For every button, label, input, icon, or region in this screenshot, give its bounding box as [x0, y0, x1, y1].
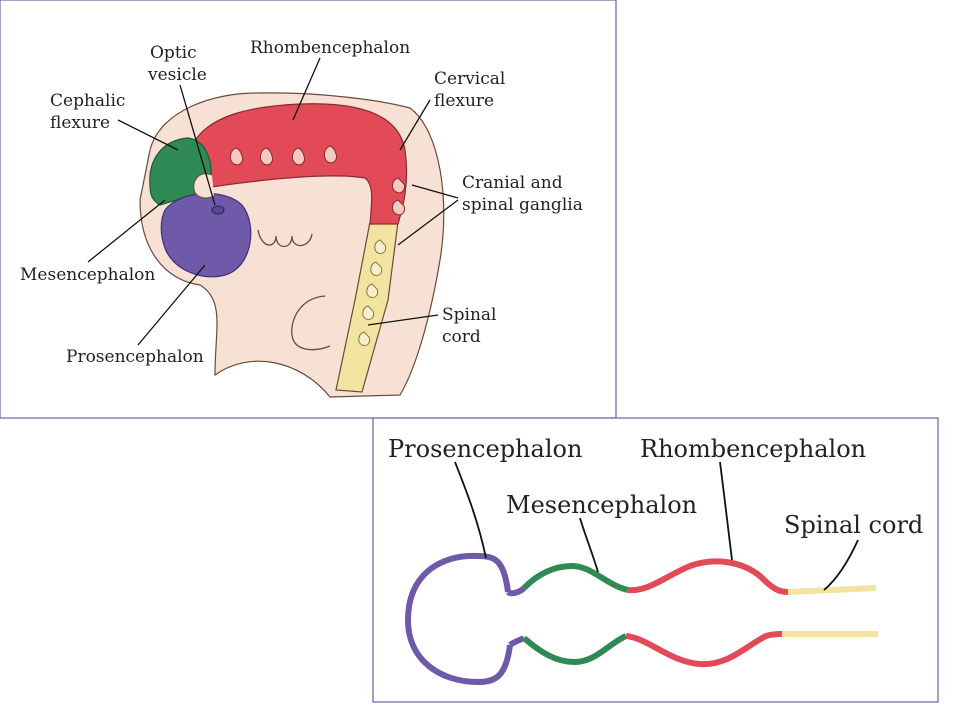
embryo-tail-curl	[291, 295, 331, 351]
leader-cervical-flexure	[399, 99, 431, 151]
label-spinal-cord-line1: Spinal	[442, 305, 497, 325]
bottom-figure: Prosencephalon Rhombencephalon Mesenceph…	[372, 417, 939, 703]
optic-stalk	[193, 173, 215, 199]
leader-rhombencephalon	[292, 57, 321, 121]
rhombencephalon-segment-upper	[627, 558, 789, 595]
ganglion	[366, 283, 379, 298]
leader-optic-vesicle	[179, 84, 216, 206]
label-spinal-cord-line2: cord	[442, 327, 481, 347]
label-prosencephalon-top: Prosencephalon	[66, 347, 204, 367]
ganglion	[391, 199, 405, 216]
ganglion	[374, 239, 387, 254]
leader-mesencephalon	[87, 199, 166, 263]
leader-mesencephalon-bottom	[579, 517, 599, 573]
label-cephalic-flexure-line1: Cephalic	[50, 91, 125, 111]
label-mesencephalon-top: Mesencephalon	[20, 265, 155, 285]
label-cephalic-flexure-line2: flexure	[50, 113, 110, 133]
leader-spinal-cord-bottom	[823, 539, 859, 591]
label-ganglia-line1: Cranial and	[462, 173, 563, 193]
mesencephalon-segment-upper	[521, 562, 629, 593]
leader-ganglia-lower	[397, 199, 459, 246]
cranial-ganglia	[229, 145, 405, 216]
label-rhombencephalon-top: Rhombencephalon	[250, 38, 410, 58]
label-optic-vesicle-line2: vesicle	[147, 65, 207, 85]
leader-cephalic-flexure	[117, 119, 179, 151]
label-rhombencephalon-bottom: Rhombencephalon	[640, 435, 866, 463]
top-leader-lines	[87, 57, 459, 346]
leader-spinal-cord	[367, 314, 439, 326]
bottom-figure-frame	[372, 417, 939, 703]
spinal-ganglia	[358, 239, 387, 346]
ganglion	[391, 177, 405, 194]
spinal-cord-segment-upper	[787, 585, 877, 595]
mesencephalon-segment-lower	[522, 633, 628, 666]
prosencephalon-neck-lower	[508, 635, 526, 648]
label-optic-vesicle-line1: Optic	[150, 43, 197, 63]
ganglion	[323, 145, 337, 164]
ganglion	[229, 147, 243, 166]
leader-prosencephalon-bottom	[454, 461, 487, 559]
optic-vesicle	[211, 205, 225, 215]
label-ganglia-line2: spinal ganglia	[462, 195, 583, 215]
leader-rhombencephalon-bottom	[719, 461, 733, 561]
label-cervical-flexure-line2: flexure	[434, 91, 494, 111]
ganglion	[370, 261, 383, 276]
pharyngeal-arches	[257, 229, 313, 248]
label-cervical-flexure-line1: Cervical	[434, 69, 505, 89]
ganglion	[362, 305, 375, 320]
prosencephalon-region	[160, 193, 252, 278]
prosencephalon-neck-upper	[506, 585, 527, 597]
ganglion	[291, 147, 305, 166]
rhombencephalon-segment-lower	[625, 631, 783, 668]
label-prosencephalon-bottom: Prosencephalon	[388, 435, 582, 463]
label-mesencephalon-bottom: Mesencephalon	[506, 491, 697, 519]
leader-ganglia-upper	[411, 184, 459, 199]
leader-prosencephalon	[137, 264, 206, 346]
top-figure: Optic vesicle Rhombencephalon Cephalic f…	[0, 0, 617, 419]
ganglion	[358, 331, 371, 346]
ganglion	[259, 147, 273, 166]
label-spinal-cord-bottom: Spinal cord	[784, 511, 923, 539]
